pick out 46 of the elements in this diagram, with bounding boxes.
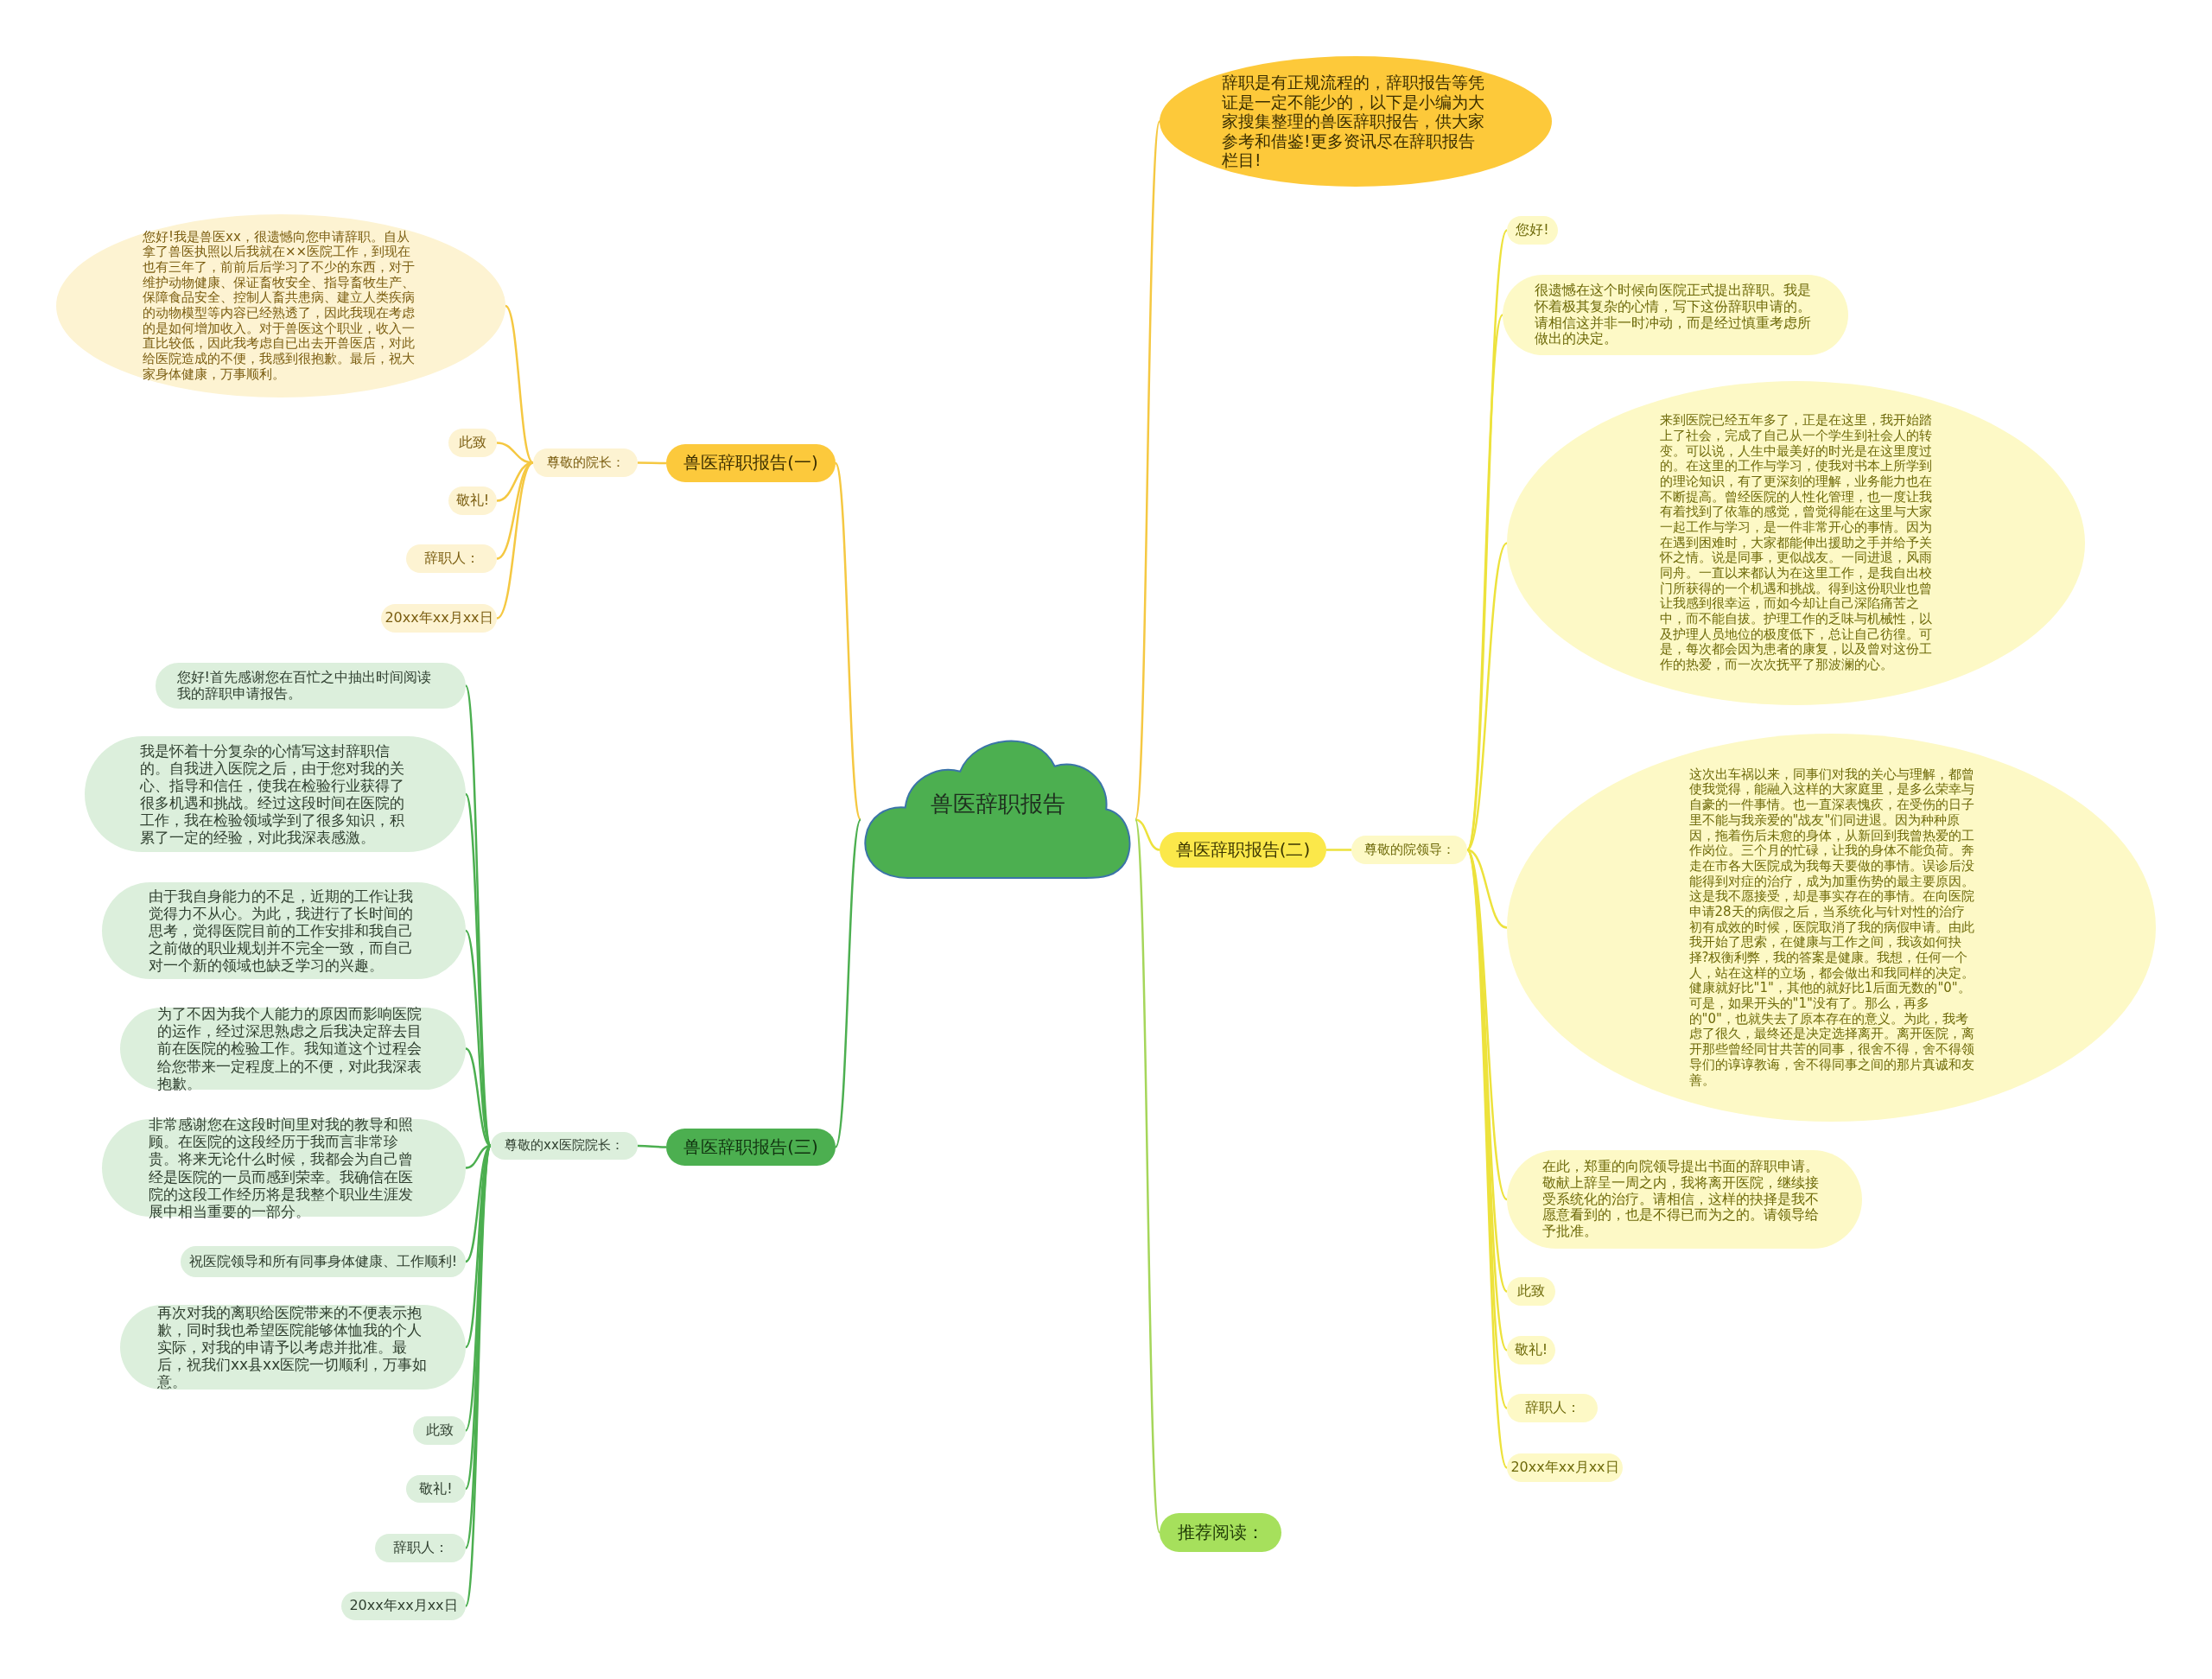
text-bubble: 您好!我是兽医xx，很遗憾向您申请辞职。自从拿了兽医执照以后我就在××医院工作，到现在也有三年了，前前后后学习了不少的东西，对于维护动物健康、保证畜牧安全、指导畜牧生产、保障食品安全、控制人畜共患病、建立人类疾病的动物模型等内容已经熟透了，因此我现在考虑的是如何增加收入。对于兽医这个职业，收入一直比较低，因此我考虑自已出去开兽医店，对此给医院造成的不便，我感到很抱歉。最后，祝大家身体健康，万事顺利。	[56, 214, 505, 397]
connector-line	[1466, 849, 1508, 929]
text-bubble: 您好!首先感谢您在百忙之中抽出时间阅读我的辞职申请报告。	[156, 663, 466, 709]
connector-line	[1135, 818, 1160, 851]
connector-line	[834, 462, 862, 820]
intro-bubble: 辞职是有正规流程的，辞职报告等凭证是一定不能少的，以下是小编为大家搜集整理的兽医辞职报告，供大家参考和借鉴!更多资讯尽在辞职报告栏目!	[1160, 56, 1552, 187]
connector-line	[638, 461, 666, 465]
connector-line	[1326, 849, 1351, 851]
text-bubble: 祝医院领导和所有同事身体健康、工作顺利!	[181, 1246, 466, 1277]
text-bubble: 很遗憾在这个时候向医院正式提出辞职。我是怀着极其复杂的心情，写下这份辞职申请的。请相信这并非一时冲动，而是经过慎重考虑所做出的决定。	[1503, 275, 1848, 355]
text-bubble: 敬礼!	[448, 487, 497, 515]
text-bubble: 辞职人：	[1507, 1394, 1598, 1422]
connector-line	[496, 461, 534, 620]
connector-line	[1134, 121, 1161, 820]
text-bubble: 此致	[1507, 1277, 1555, 1306]
text-bubble: 为了不因为我个人能力的原因而影响医院的运作，经过深思熟虑之后我决定辞去目前在医院的检验工作。我知道这个过程会给您带来一定程度上的不便，对此我深表抱歉。	[120, 1008, 466, 1090]
connector-line	[1134, 819, 1161, 1533]
connector-line	[1465, 315, 1504, 850]
topic-node: 推荐阅读：	[1160, 1513, 1281, 1552]
text-bubble: 辞职人：	[406, 544, 497, 573]
connector-line	[834, 818, 862, 1148]
connector-line	[505, 305, 534, 464]
connector-line	[496, 461, 534, 560]
text-bubble: 此致	[448, 429, 497, 457]
text-bubble: 这次出车祸以来，同事们对我的关心与理解，都曾使我觉得，能融入这样的大家庭里，是多么荣幸与自豪的一件事情。也一直深表愧疚，在受伤的日子里不能与我亲爱的"战友"们同进退。因为种种原因，拖着伤后未愈的身体，从新回到我曾热爱的工作岗位。三个月的忙碌，让我的身体不能负荷。奔走在市各大医院成为我每天要做的事情。误诊后没能得到对症的治疗，成为加重伤势的最主要原因。这是我不愿接受，却是事实存在的事情。在向医院申请28天的病假之后，当系统化与针对性的治疗初有成效的时候，医院取消了我的病假申请。由此我开始了思索，在健康与工作之间，我该如何抉择?权衡利弊，我的答案是健康。我想，任何一个人，站在这样的立场，都会做出和我同样的决定。健康就好比"1"，其他的就好比1后面无数的"0"。可是，如果开头的"1"没有了。那么，再多的"0"，也就失去了原本存在的意义。为此，我考虑了很久，最终还是决定选择离开。离开医院，离开那些曾经同甘共苦的同事，很舍不得，舍不得领导们的谆谆教诲，舍不得同事之间的那片真诚和友善。	[1507, 734, 2156, 1122]
subtopic-node: 尊敬的xx医院院长：	[491, 1132, 638, 1160]
text-bubble: 20xx年xx月xx日	[381, 604, 497, 633]
text-bubble: 在此，郑重的向院领导提出书面的辞职申请。敬献上辞呈一周之内，我将离开医院，继续接受系统化的治疗。请相信，这样的抉择是我不愿意看到的，也是不得已而为之的。请领导给予批准。	[1507, 1150, 1862, 1249]
connector-line	[1466, 542, 1508, 851]
subtopic-node: 尊敬的院长：	[533, 448, 638, 477]
text-bubble: 20xx年xx月xx日	[341, 1592, 466, 1620]
text-bubble: 由于我自身能力的不足，近期的工作让我觉得力不从心。为此，我进行了长时间的思考，觉得医院目前的工作安排和我自己之前做的职业规划并不完全一致，而自己对一个新的领域也缺乏学习的兴趣。	[102, 882, 466, 979]
text-bubble: 来到医院已经五年多了，正是在这里，我开始踏上了社会，完成了自己从一个学生到社会人的转变。可以说，人生中最美好的时光是在这里度过的。在这里的工作与学习，使我对书本上所学到的理论知识，有了更深刻的理解，业务能力也在不断提高。曾经医院的人性化管理，也一度让我有着找到了依靠的感觉，曾觉得能在这里与大家一起工作与学习，是一件非常开心的事情。因为在遇到困难时，大家都能伸出援助之手并给予关怀之情。说是同事，更似战友。一同进退，风雨同舟。一直以来都认为在这里工作，是我自出校门所获得的一个机遇和挑战。得到这份职业也曾让我感到很幸运，而如今却让自己深陷痛苦之中，而不能自拔。护理工作的乏味与机械性，以及护理人员地位的极度低下，总让自己彷徨。可是，每次都会因为患者的康复，以及曾对这份工作的热爱，而一次次抚平了那波澜的心。	[1507, 381, 2085, 705]
connector-line	[638, 1144, 666, 1148]
text-bubble: 此致	[413, 1416, 466, 1445]
subtopic-node: 尊敬的院领导：	[1351, 836, 1467, 864]
text-bubble: 敬礼!	[1507, 1336, 1555, 1364]
text-bubble: 我是怀着十分复杂的心情写这封辞职信的。自我进入医院之后，由于您对我的关心、指导和信任，使我在检验行业获得了很多机遇和挑战。经过这段时间在医院的工作，我在检验领域学到了很多知识，积累了一定的经验，对此我深表感激。	[85, 736, 466, 852]
topic-node: 兽医辞职报告(三)	[666, 1129, 836, 1166]
text-bubble: 辞职人：	[375, 1534, 466, 1562]
topic-node: 兽医辞职报告(一)	[666, 444, 836, 482]
text-bubble: 敬礼!	[406, 1475, 466, 1503]
text-bubble: 您好!	[1507, 216, 1558, 245]
topic-node: 兽医辞职报告(二)	[1160, 832, 1326, 868]
text-bubble: 再次对我的离职给医院带来的不便表示抱歉，同时我也希望医院能够体恤我的个人实际，对我的申请予以考虑并批准。最后，祝我们xx县xx医院一切顺利，万事如意。	[120, 1305, 466, 1390]
text-bubble: 20xx年xx月xx日	[1507, 1453, 1623, 1482]
